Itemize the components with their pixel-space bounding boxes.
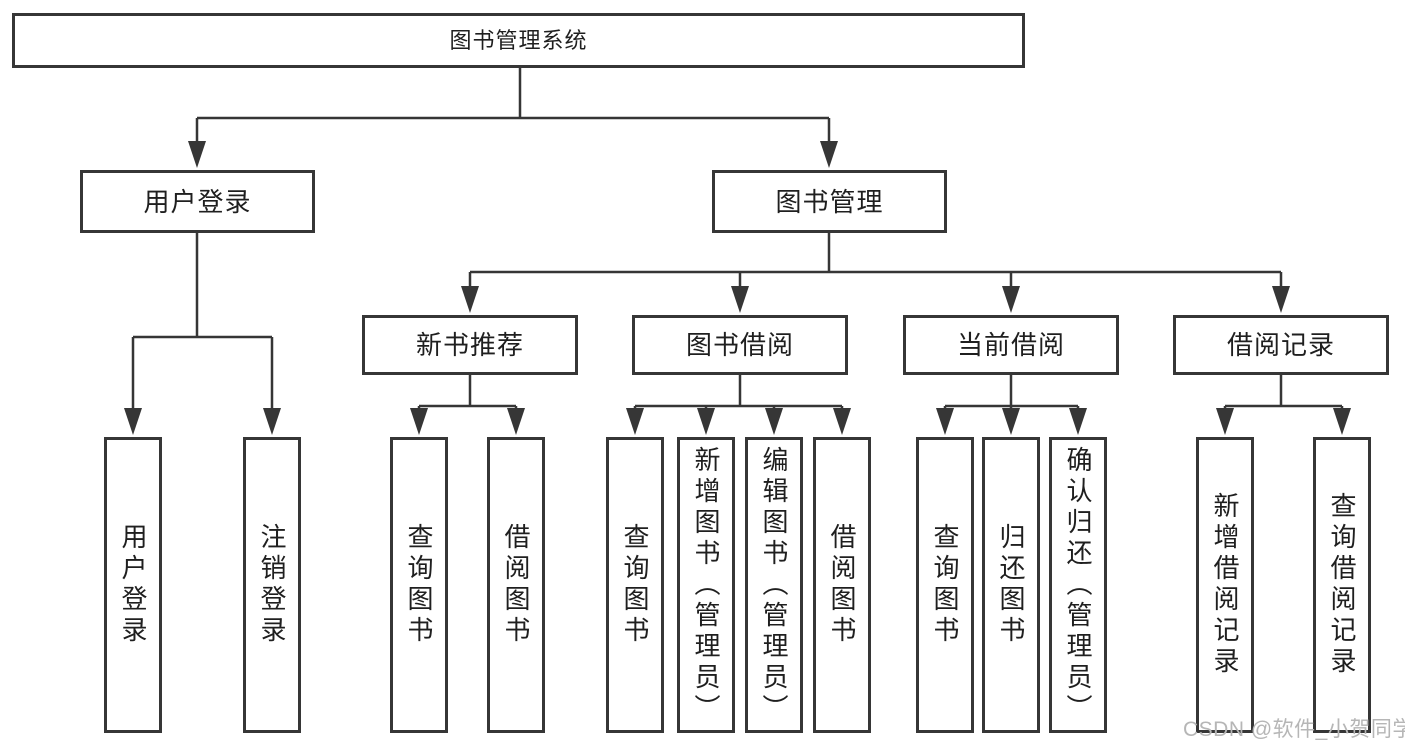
leaf-return-books: 归还图书 xyxy=(982,437,1040,733)
node-root: 图书管理系统 xyxy=(12,13,1025,68)
leaf-edit-books-admin: 编辑图书（管理员） xyxy=(745,437,803,733)
leaf-confirm-return-admin-label: 确认归还（管理员） xyxy=(1063,445,1093,725)
leaf-query-books-current-label: 查询图书 xyxy=(930,523,960,647)
node-current-borrowing-label: 当前借阅 xyxy=(956,330,1065,360)
leaf-edit-books-admin-label: 编辑图书（管理员） xyxy=(759,445,789,725)
connector-book-borrowing-branch xyxy=(626,375,851,435)
leaf-borrow-books-recommend-label: 借阅图书 xyxy=(501,523,531,647)
node-current-borrowing: 当前借阅 xyxy=(903,315,1119,375)
leaf-user-login: 用户登录 xyxy=(104,437,162,733)
leaf-query-books-borrowing-label: 查询图书 xyxy=(620,523,650,647)
csdn-watermark: CSDN @软件_小贺同学 xyxy=(1183,718,1405,741)
connector-current-borrowing-branch xyxy=(936,375,1087,435)
node-root-label: 图书管理系统 xyxy=(449,27,588,53)
node-book-management: 图书管理 xyxy=(712,170,947,233)
node-book-borrowing: 图书借阅 xyxy=(632,315,848,375)
leaf-add-borrow-record-label: 新增借阅记录 xyxy=(1210,492,1240,678)
connector-root-to-level2 xyxy=(188,68,838,168)
leaf-query-borrow-record: 查询借阅记录 xyxy=(1313,437,1371,733)
leaf-logout: 注销登录 xyxy=(243,437,301,733)
leaf-query-books-recommend-label: 查询图书 xyxy=(404,523,434,647)
leaf-query-books-recommend: 查询图书 xyxy=(390,437,448,733)
node-new-book-recommend-label: 新书推荐 xyxy=(415,330,524,360)
leaf-logout-label: 注销登录 xyxy=(257,523,287,647)
leaf-query-books-current: 查询图书 xyxy=(916,437,974,733)
leaf-add-books-admin-label: 新增图书（管理员） xyxy=(691,445,721,725)
leaf-query-borrow-record-label: 查询借阅记录 xyxy=(1327,492,1357,678)
node-borrow-records: 借阅记录 xyxy=(1173,315,1389,375)
connector-new-book-recommend-branch xyxy=(410,375,525,435)
node-user-login-label: 用户登录 xyxy=(143,186,252,217)
leaf-add-borrow-record: 新增借阅记录 xyxy=(1196,437,1254,733)
node-borrow-records-label: 借阅记录 xyxy=(1226,330,1335,360)
leaf-add-books-admin: 新增图书（管理员） xyxy=(677,437,735,733)
connector-borrow-records-branch xyxy=(1216,375,1351,435)
leaf-return-books-label: 归还图书 xyxy=(996,523,1026,647)
leaf-borrow-books: 借阅图书 xyxy=(813,437,871,733)
leaf-query-books-borrowing: 查询图书 xyxy=(606,437,664,733)
node-book-borrowing-label: 图书借阅 xyxy=(685,330,794,360)
leaf-borrow-books-recommend: 借阅图书 xyxy=(487,437,545,733)
leaf-user-login-label: 用户登录 xyxy=(118,523,148,647)
connector-user-login-branch xyxy=(124,233,281,435)
leaf-borrow-books-label: 借阅图书 xyxy=(827,523,857,647)
node-new-book-recommend: 新书推荐 xyxy=(362,315,578,375)
node-book-management-label: 图书管理 xyxy=(775,186,884,217)
leaf-confirm-return-admin: 确认归还（管理员） xyxy=(1049,437,1107,733)
connector-book-management-branch xyxy=(461,233,1290,313)
node-user-login: 用户登录 xyxy=(80,170,315,233)
